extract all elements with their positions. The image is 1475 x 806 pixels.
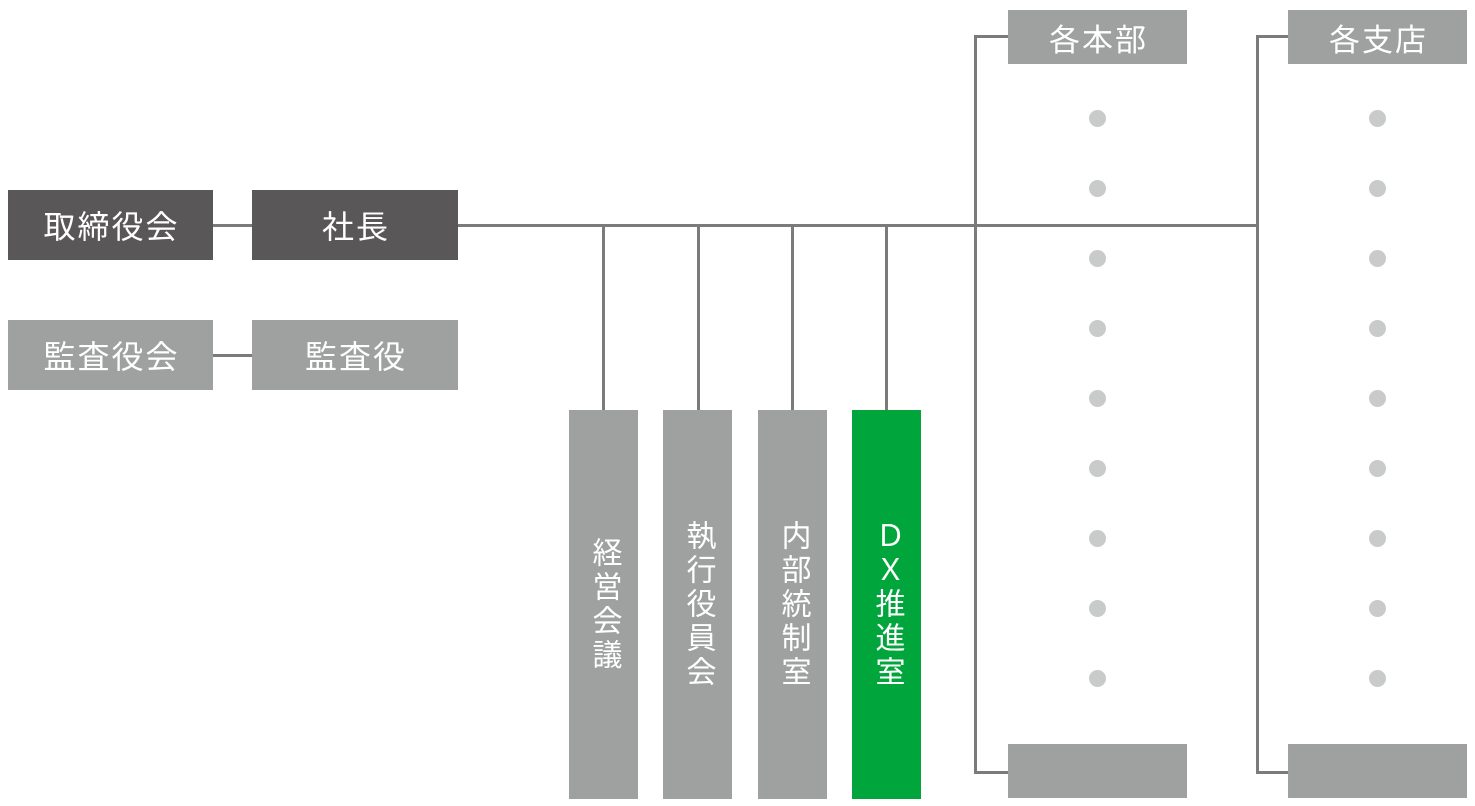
connector-auditboard-auditor xyxy=(213,354,252,357)
node-executive-officers-label: 執行役員会 xyxy=(681,519,715,690)
node-branches-label: 各支店 xyxy=(1329,22,1428,58)
node-management-meeting: 経営会議 xyxy=(569,410,638,799)
dots-column xyxy=(1089,110,1106,687)
ellipsis-dot xyxy=(1089,460,1106,477)
ellipsis-dot xyxy=(1089,110,1106,127)
dots-column xyxy=(1369,110,1386,687)
node-internal-control-label: 内部統制室 xyxy=(776,519,810,690)
node-board-of-directors-label: 取締役会 xyxy=(43,209,180,245)
connector-drop-management-meeting xyxy=(602,224,605,410)
node-internal-control: 内部統制室 xyxy=(758,410,827,799)
node-audit-board: 監査役会 xyxy=(8,320,213,390)
node-audit-board-label: 監査役会 xyxy=(43,339,180,375)
ellipsis-dot xyxy=(1369,530,1386,547)
node-auditor: 監査役 xyxy=(252,320,458,390)
ellipsis-dot xyxy=(1089,670,1106,687)
node-headquarters-label: 各本部 xyxy=(1049,22,1148,58)
connector-stub-branches-bottom xyxy=(1256,771,1288,774)
ellipsis-dot xyxy=(1089,180,1106,197)
ellipsis-dot xyxy=(1089,250,1106,267)
ellipsis-dot xyxy=(1089,530,1106,547)
connector-vertical-branches xyxy=(1256,35,1259,774)
ellipsis-dot xyxy=(1369,670,1386,687)
node-management-meeting-label: 経営会議 xyxy=(587,536,621,673)
node-president-label: 社長 xyxy=(321,209,390,245)
connector-drop-executive-officers xyxy=(697,224,700,410)
ellipsis-dot xyxy=(1369,180,1386,197)
ellipsis-dot xyxy=(1369,110,1386,127)
connector-drop-dx-promotion xyxy=(885,224,888,410)
node-president: 社長 xyxy=(252,190,458,260)
node-headquarters-header: 各本部 xyxy=(1008,10,1187,64)
node-board-of-directors: 取締役会 xyxy=(8,190,213,260)
node-branches-footer xyxy=(1288,744,1467,798)
node-headquarters-footer xyxy=(1008,744,1187,798)
ellipsis-dot xyxy=(1369,460,1386,477)
connector-board-president xyxy=(213,224,252,227)
ellipsis-dot xyxy=(1369,250,1386,267)
connector-stub-branches-top xyxy=(1256,35,1288,38)
ellipsis-dot xyxy=(1369,390,1386,407)
ellipsis-dot xyxy=(1369,320,1386,337)
node-branches-header: 各支店 xyxy=(1288,10,1467,64)
node-executive-officers: 執行役員会 xyxy=(663,410,732,799)
connector-stub-headquarters-bottom xyxy=(974,771,1008,774)
node-dx-promotion: ＤＸ推進室 xyxy=(852,410,921,799)
connector-stub-headquarters-top xyxy=(974,35,1008,38)
ellipsis-dot xyxy=(1089,390,1106,407)
connector-drop-internal-control xyxy=(791,224,794,410)
node-dx-promotion-label: ＤＸ推進室 xyxy=(870,519,904,690)
ellipsis-dot xyxy=(1089,320,1106,337)
node-auditor-label: 監査役 xyxy=(304,339,407,375)
ellipsis-dot xyxy=(1369,600,1386,617)
ellipsis-dot xyxy=(1089,600,1106,617)
connector-main-horizontal xyxy=(458,224,1259,227)
connector-vertical-headquarters xyxy=(974,35,977,774)
